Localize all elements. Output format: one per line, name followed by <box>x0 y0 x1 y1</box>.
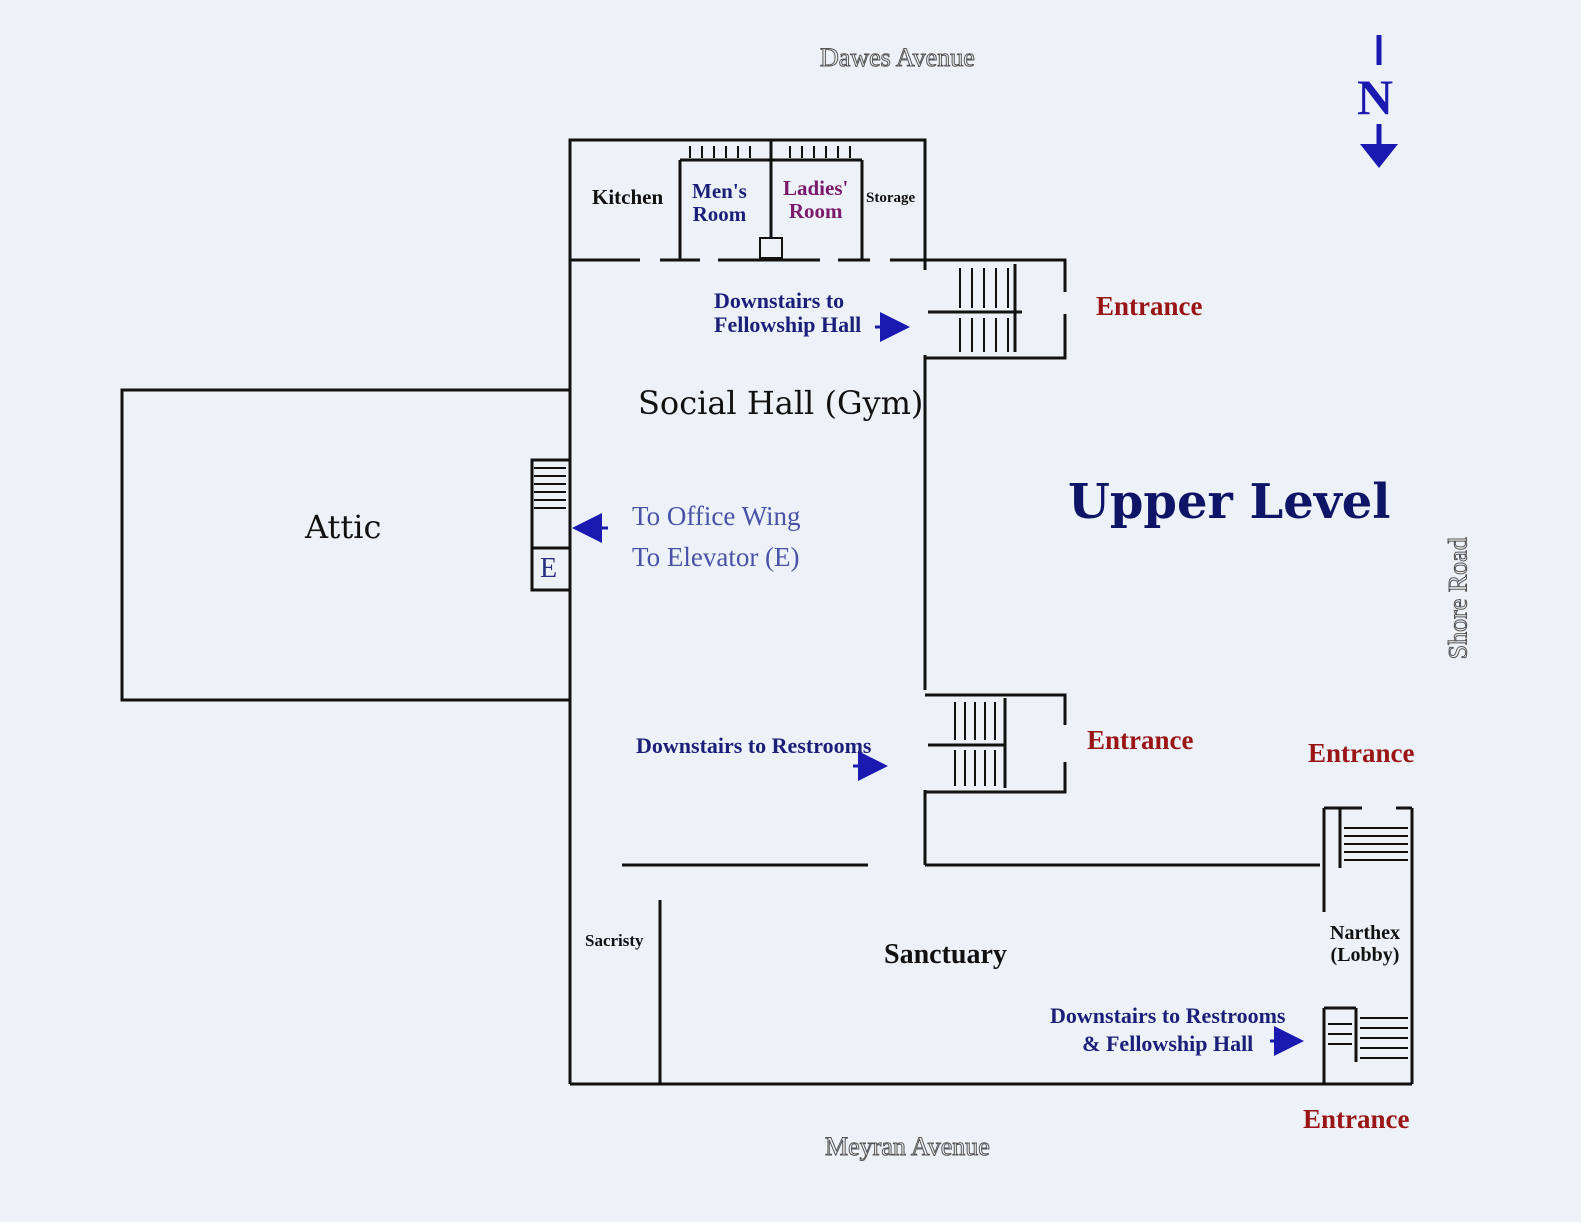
room-social-hall: Social Hall (Gym) <box>638 384 924 422</box>
stair-treads-middle <box>954 702 996 786</box>
compass-letter: N <box>1357 69 1394 125</box>
page-title: Upper Level <box>1068 474 1391 530</box>
room-mens-line1: Men's <box>692 179 747 203</box>
direction-office-wing: To Office Wing To Elevator (E) <box>632 496 801 577</box>
room-storage: Storage <box>866 190 916 206</box>
direction-restrooms-fellowship: Downstairs to Restrooms & Fellowship Hal… <box>1050 1002 1285 1057</box>
room-attic: Attic <box>305 508 382 546</box>
stair-treads-narthex-north <box>1344 827 1408 861</box>
stair-treads-west <box>534 467 566 509</box>
elevator-label: E <box>540 553 558 584</box>
room-ladies-line2: Room <box>788 199 843 224</box>
direction-fellowship-line1: Downstairs to <box>714 288 845 313</box>
street-label-north: Dawes Avenue <box>820 43 976 72</box>
stair-treads-north <box>959 268 1009 352</box>
entrance-label-narthex-north: Entrance <box>1308 738 1415 768</box>
direction-office-line1: To Office Wing <box>632 501 801 531</box>
stair-enclosure-middle <box>925 693 1067 725</box>
entrance-label-north: Entrance <box>1096 291 1203 321</box>
restroom-stalls <box>689 146 851 158</box>
room-narthex-line1: Narthex <box>1330 922 1400 944</box>
direction-rf-line1: Downstairs to Restrooms <box>1050 1003 1286 1028</box>
entrance-label-south: Entrance <box>1303 1104 1410 1134</box>
room-ladies-line1: Ladies' <box>783 176 849 200</box>
room-sacristy: Sacristy <box>585 931 644 950</box>
room-mens: Men's Room <box>692 179 747 227</box>
stair-treads-narthex-south <box>1328 1017 1408 1059</box>
attic-outline <box>120 388 572 702</box>
room-sanctuary: Sanctuary <box>884 939 1007 970</box>
street-label-south: Meyran Avenue <box>825 1132 991 1161</box>
entrance-label-middle: Entrance <box>1087 725 1194 755</box>
room-kitchen: Kitchen <box>592 185 664 209</box>
direction-rf-line2: & Fellowship Hall <box>1082 1030 1254 1056</box>
room-mens-line2: Room <box>692 202 747 227</box>
west-stair-enclosure <box>530 458 570 592</box>
room-ladies: Ladies' Room <box>783 176 849 224</box>
direction-fellowship-line2: Fellowship Hall <box>714 312 862 338</box>
stair-enclosure-north <box>925 258 1067 292</box>
direction-fellowship-hall: Downstairs to Fellowship Hall <box>714 288 862 338</box>
direction-restrooms: Downstairs to Restrooms <box>636 733 872 758</box>
north-arrow-icon <box>1360 35 1398 168</box>
service-block-wall <box>568 138 927 262</box>
street-label-east: Shore Road <box>1443 537 1473 660</box>
restroom-fixture <box>759 237 783 259</box>
direction-office-line2: To Elevator (E) <box>632 541 800 572</box>
room-narthex-line2: (Lobby) <box>1330 944 1400 966</box>
room-narthex: Narthex (Lobby) <box>1330 922 1400 966</box>
